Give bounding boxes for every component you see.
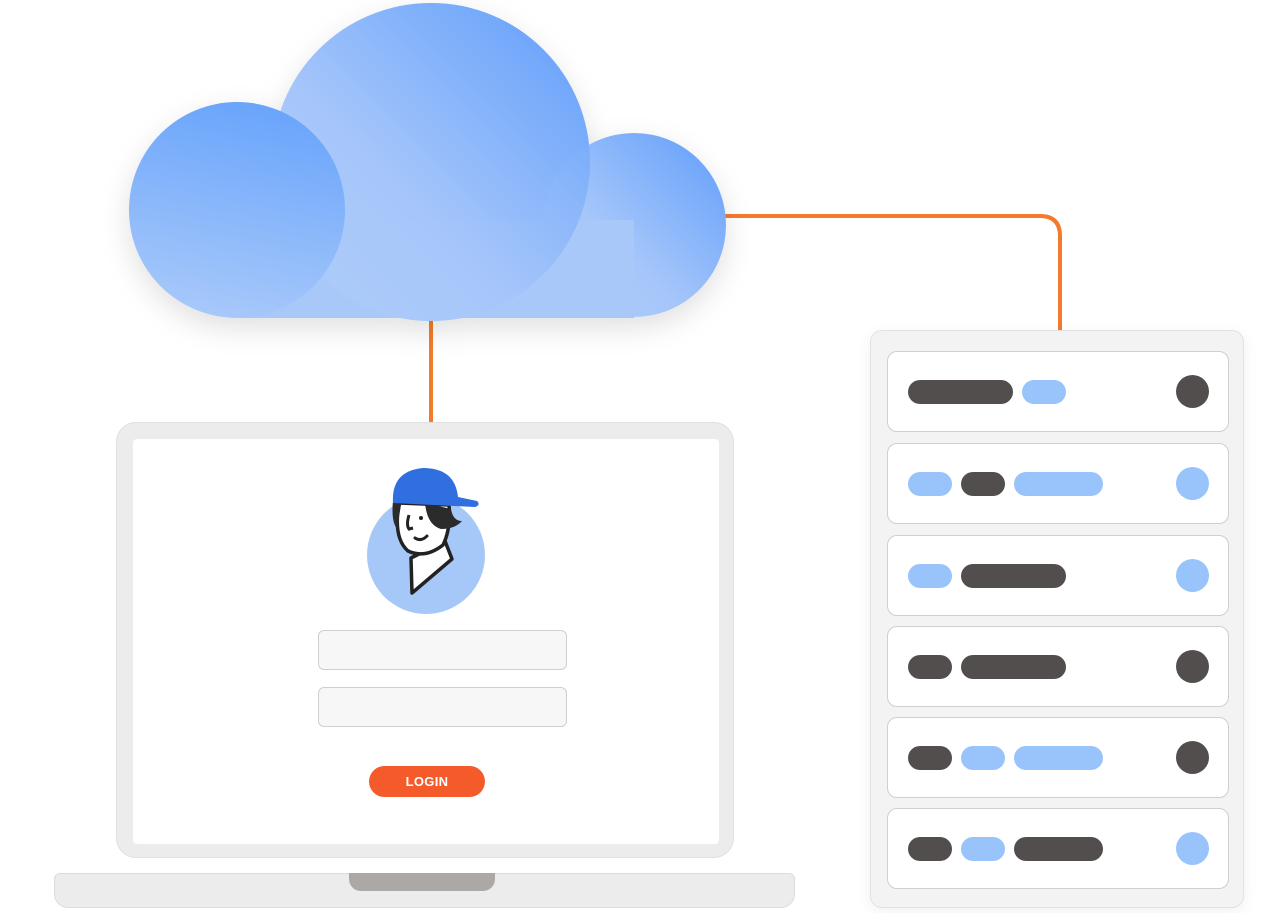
server-rack xyxy=(870,330,1244,908)
server-unit xyxy=(887,443,1229,524)
server-unit-labels xyxy=(908,472,1103,496)
server-pill xyxy=(908,746,952,770)
server-pill xyxy=(961,655,1066,679)
server-pill xyxy=(908,564,952,588)
server-pill xyxy=(908,472,952,496)
server-pill xyxy=(908,380,1013,404)
laptop: LOGIN xyxy=(116,422,734,858)
server-pill xyxy=(1014,746,1103,770)
server-pill xyxy=(1014,472,1103,496)
status-indicator-icon xyxy=(1176,650,1209,683)
user-avatar-icon xyxy=(367,468,485,614)
server-unit xyxy=(887,535,1229,616)
server-pill xyxy=(961,472,1005,496)
server-pill xyxy=(908,655,952,679)
status-indicator-icon xyxy=(1176,467,1209,500)
connector-cloud-server xyxy=(720,214,1062,332)
username-input[interactable] xyxy=(318,630,567,670)
status-indicator-icon xyxy=(1176,375,1209,408)
server-pill xyxy=(1022,380,1066,404)
server-unit xyxy=(887,808,1229,889)
login-screen: LOGIN xyxy=(133,439,719,844)
server-unit xyxy=(887,351,1229,432)
status-indicator-icon xyxy=(1176,559,1209,592)
server-unit xyxy=(887,717,1229,798)
laptop-hinge xyxy=(349,873,495,891)
server-unit-labels xyxy=(908,655,1066,679)
server-unit-labels xyxy=(908,380,1066,404)
server-unit-labels xyxy=(908,837,1103,861)
login-button[interactable]: LOGIN xyxy=(369,766,485,797)
status-indicator-icon xyxy=(1176,741,1209,774)
password-input[interactable] xyxy=(318,687,567,727)
server-pill xyxy=(908,837,952,861)
server-pill xyxy=(961,837,1005,861)
server-pill xyxy=(1014,837,1103,861)
server-unit-labels xyxy=(908,746,1103,770)
server-pill xyxy=(961,564,1066,588)
server-unit xyxy=(887,626,1229,707)
server-unit-labels xyxy=(908,564,1066,588)
laptop-base xyxy=(54,873,795,908)
status-indicator-icon xyxy=(1176,832,1209,865)
server-pill xyxy=(961,746,1005,770)
cloud-icon xyxy=(129,3,726,321)
